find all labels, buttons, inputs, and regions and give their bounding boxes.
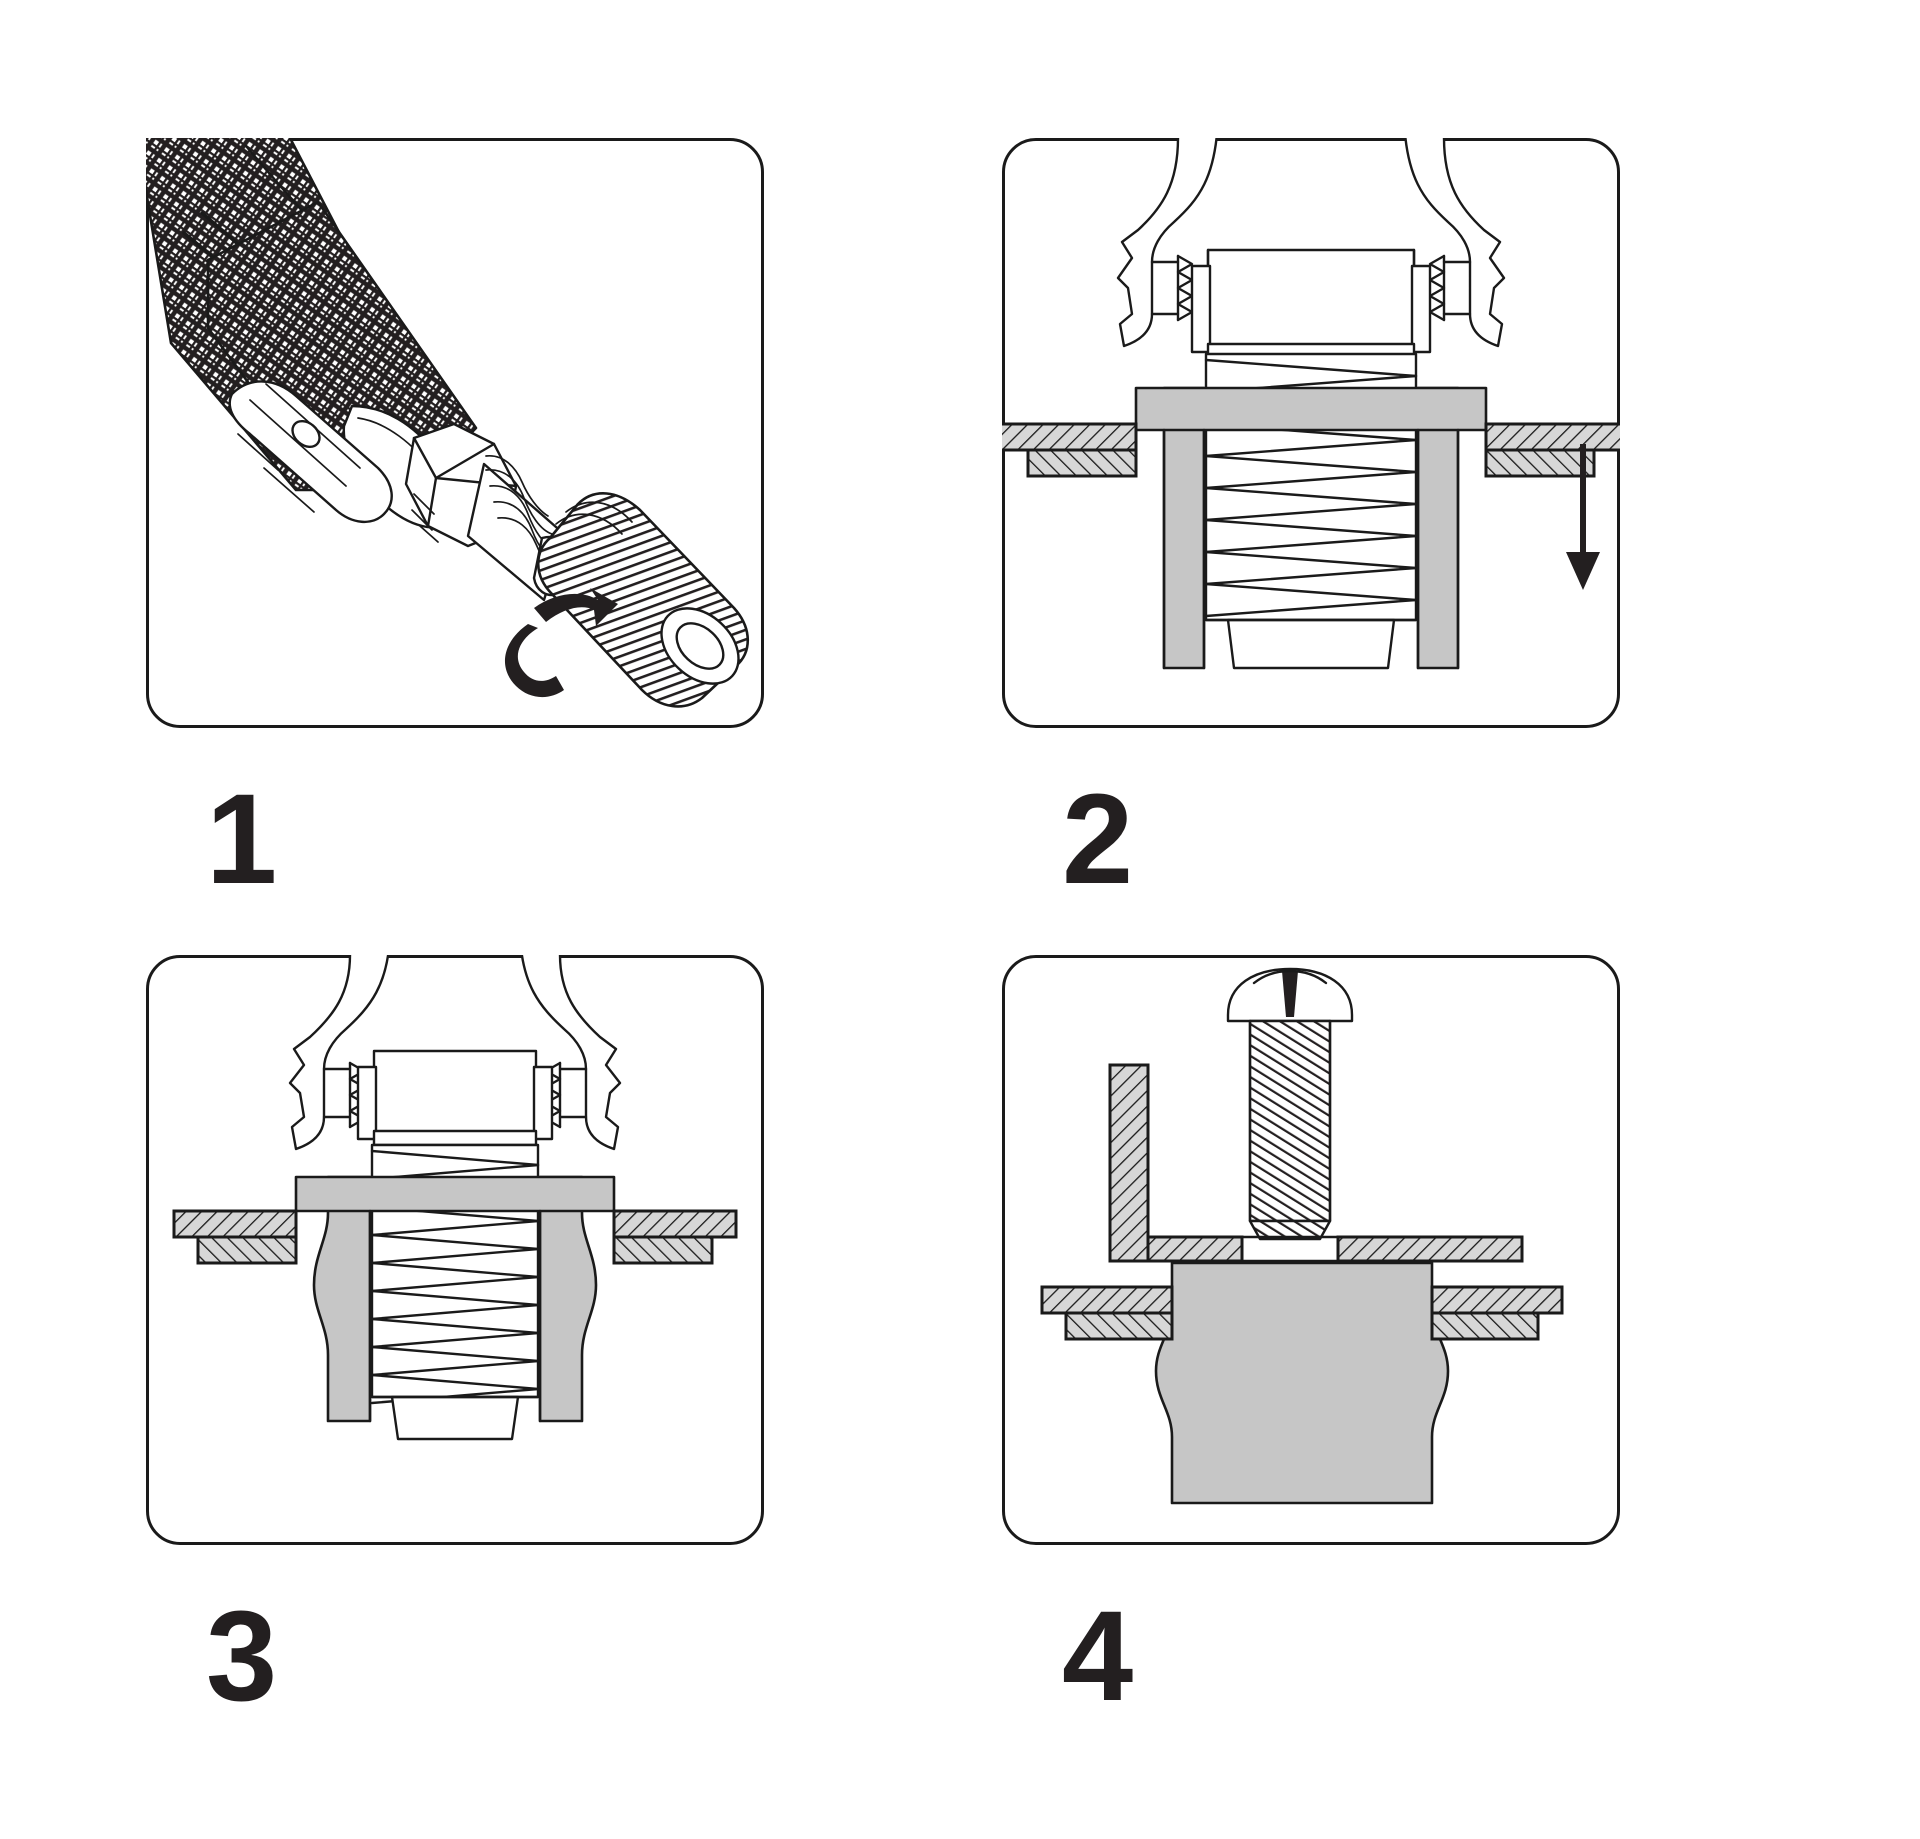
panel-4-frame — [1002, 954, 1620, 1545]
panel-2-frame — [1002, 138, 1620, 728]
panel-1-frame — [146, 138, 764, 728]
panel-step-2: 2 — [960, 0, 1920, 920]
panel-step-4: 4 — [960, 920, 1920, 1839]
panel-step-1: 1 — [0, 0, 960, 920]
panel-3-frame — [146, 954, 764, 1545]
step-number-4: 4 — [1062, 1584, 1133, 1728]
step-number-3: 3 — [206, 1584, 277, 1728]
step-number-1: 1 — [206, 768, 277, 911]
panel-step-3: 3 — [0, 920, 960, 1839]
step-number-2: 2 — [1062, 768, 1133, 911]
